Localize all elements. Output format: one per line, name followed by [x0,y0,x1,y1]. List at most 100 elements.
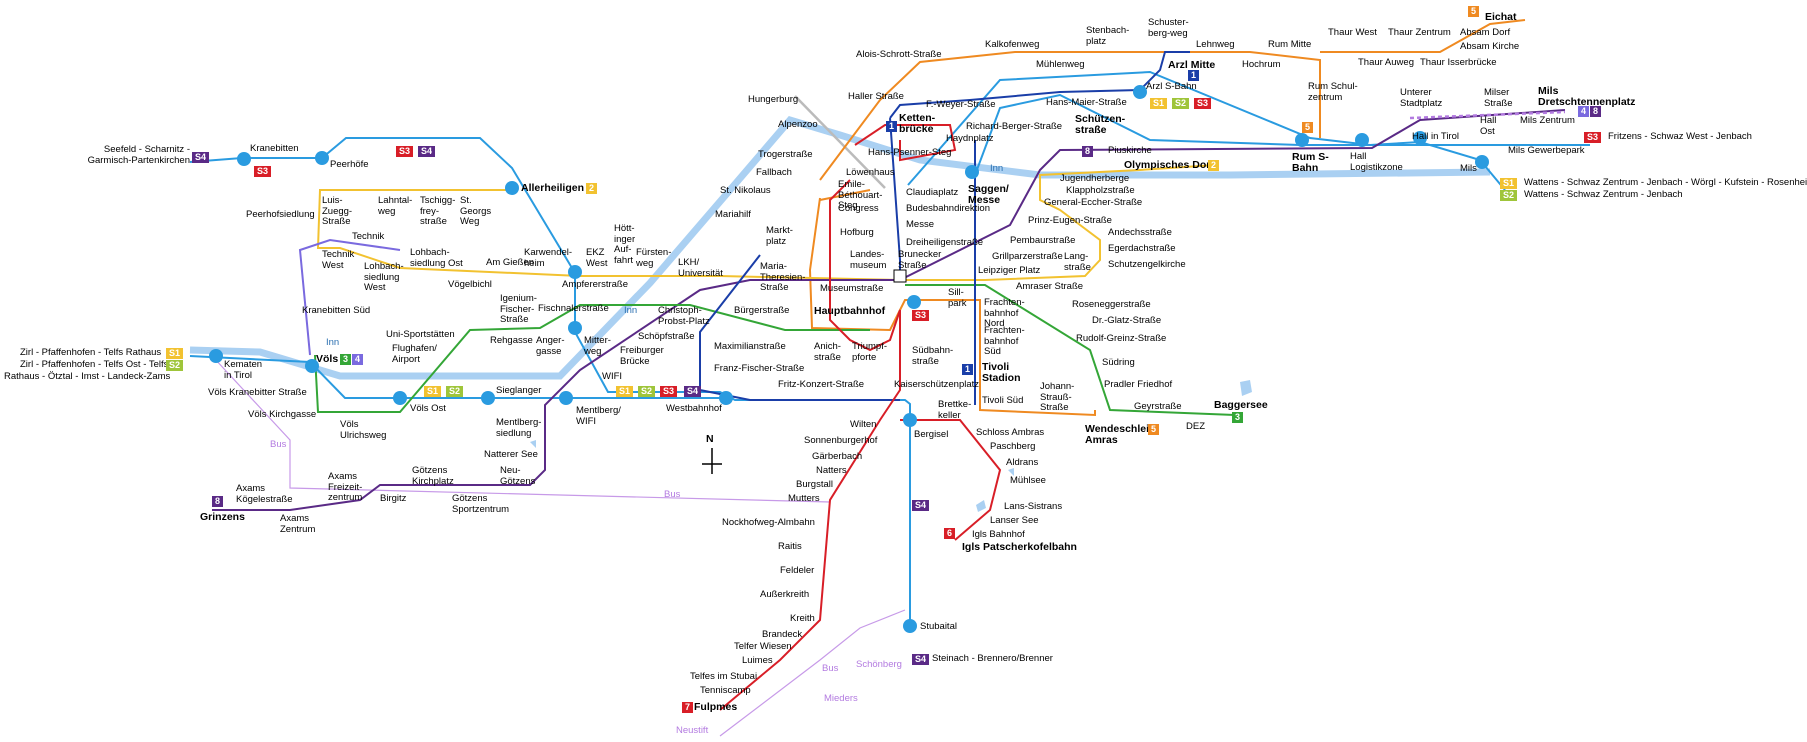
station-absam-dorf: Absam Dorf [1460,27,1511,38]
station-igls-patscherkofelbahn: Igls Patscherkofelbahn [962,541,1077,553]
bus-line-stubai [719,609,906,737]
destination-s2-east: Wattens - Schwaz Zentrum - Jenbach [1524,189,1683,200]
station-rudolf-greinz: Rudolf-Greinz-Straße [1076,333,1167,344]
station-wendeschleife-amras: Wendeschleife Amras [1085,423,1159,446]
badge-s4-bergisel: S4 [912,500,930,511]
inn-label-west: Inn [326,337,340,348]
badge-8-schuetzen: 8 [1082,146,1094,157]
sbahn-voels [189,355,720,399]
station-jugendherberge: Jugendherberge [1060,173,1130,184]
station-lans-sistrans: Lans-Sistrans [1004,501,1063,512]
station-grinzens: Grinzens [200,511,245,523]
station-loh-ost: Lohbach-siedlung Ost [410,247,463,269]
station-schloss-ambras: Schloss Ambras [976,427,1045,438]
station-bergisel: Bergisel [914,429,949,440]
badge-s4-peerhoefe: S4 [418,146,436,157]
station-mutters: Mutters [788,493,820,504]
station-sillpark: Sill-park [948,287,967,309]
badge-1-kettenbruecke: 1 [886,121,898,132]
destination-s4-south: Steinach - Brennero/Brenner [932,653,1053,664]
station-nockhofweg: Nockhofweg-Almbahn [722,517,815,528]
station-ekz-west: EKZ West [586,247,608,269]
station-mentlberg-wifi: Mentlberg/ WIFI [576,405,621,427]
station-hungerburg: Hungerburg [748,94,799,105]
bus-label-mutters: Bus [664,489,681,500]
badge-5-amras: 5 [1148,424,1160,435]
station-mentlbergsiedlung: Mentlberg-siedlung [496,417,542,439]
station-igls-bahnhof: Igls Bahnhof [972,529,1025,540]
hungerburg-funicular [794,95,886,189]
station-axams-zentrum: Axams Zentrum [280,513,316,535]
station-rum-schulzentrum: Rum Schul-zentrum [1308,81,1358,103]
station-alois-schrott: Alois-Schrott-Straße [856,49,942,60]
station-kettenbruecke: Ketten-brücke [899,112,936,135]
station-bruneckerstrasse: Brunecker Straße [898,249,942,271]
station-grillparzer: Grillparzerstraße [992,251,1063,262]
destination-s4-west: Seefeld - Scharnitz - Garmisch-Partenkir… [87,144,190,166]
station-hall-ost: Hall Ost [1480,115,1497,137]
station-kreith: Kreith [790,613,815,624]
station-lehnweg: Lehnweg [1196,39,1235,50]
station-sieglanger: Sieglanger [496,385,542,396]
city-loop [854,124,957,162]
station-lkh-universitaet: LKH/ Universität [678,257,723,279]
line-5 [808,19,1526,417]
station-igenium-fischer: Igenium-Fischer-Straße [500,293,537,325]
station-voels-ost: Völs Ost [410,403,446,414]
station-birgitz: Birgitz [380,493,407,504]
inn-label-center: Inn [624,305,638,316]
station-wilten: Wilten [850,419,877,430]
station-mils-dretschtennenplatz: Mils Dretschtennenplatz [1538,85,1636,108]
natterer-see-lake [530,440,536,448]
badge-s2-westbahnhof: S2 [638,386,656,397]
badge-2-olympisches-dorf: 2 [1208,160,1220,171]
station-fischnaler: Fischnalerstraße [538,303,609,314]
station-hofburg: Hofburg [840,227,874,238]
station-fb-nord: Frachten-bahnhof Nord [984,297,1025,329]
station-tivoli-stadion: Tivoli Stadion [982,361,1021,384]
station-dr-glatz: Dr.-Glatz-Straße [1092,315,1162,326]
station-burgstall: Burgstall [796,479,833,490]
badge-7-fulpmes: 7 [682,702,694,713]
station-budesbahndirektion: Budesbahndirektion [906,203,990,214]
station-muehlenweg: Mühlenweg [1036,59,1085,70]
station-feldeler: Feldeler [780,565,815,576]
line-3-red [719,179,901,711]
bus-label-stubai: Bus [822,663,839,674]
station-mariahilf: Mariahilf [715,209,751,220]
badge-s1-east: S1 [1500,178,1518,189]
station-congress: Congress [838,203,879,214]
station-thaur-zentrum: Thaur Zentrum [1388,27,1451,38]
station-f-weyer: F.-Weyer-Straße [926,99,996,110]
badge-s1-west: S1 [166,348,184,359]
station-olympisches-dorf: Olympisches Dorf [1124,159,1214,171]
station-hall-logistikzone: Hall Logistikzone [1350,151,1403,173]
station-kranebitten-sued: Kranebitten Süd [302,305,371,316]
station-maximilian: Maximilianstraße [714,341,786,352]
station-voels-ulrichsweg: Völs Ulrichsweg [340,419,387,441]
line-4 [298,238,401,356]
bus-label-axams: Bus [270,439,287,450]
north-arrow [702,448,722,474]
bus-line-axams [213,357,831,503]
station-hauptbahnhof: Hauptbahnhof [814,305,886,317]
station-rum-sbahn: Rum S-Bahn [1292,151,1329,174]
station-natters: Natters [816,465,847,476]
station-langstrasse: Lang-straße [1064,251,1091,273]
station-hans-psenner: Hans-Psenner-Steg [868,147,952,158]
badge-s2-east: S2 [1500,190,1518,201]
sbahn-saggen [974,93,1590,176]
badge-3-baggersee: 3 [1232,412,1244,423]
badge-8-grinzens: 8 [212,496,224,507]
station-telfes-stubai: Telfes im Stubai [690,671,758,682]
station-trogerstrasse: Trogerstraße [758,149,813,160]
station-claudiaplatz: Claudiaplatz [906,187,959,198]
destination-s3-west: Rathaus - Ötztal - Imst - Landeck-Zams [4,371,171,382]
badge-1-tivoli: 1 [962,364,974,375]
station-voels: Völs [316,353,339,365]
station-muehlsee: Mühlsee [1010,475,1046,486]
station-hochrum: Hochrum [1242,59,1281,70]
badge-s3-hauptbahnhof: S3 [912,310,930,321]
station-luimes: Luimes [742,655,773,666]
station-hans-maier: Hans-Maier-Straße [1046,97,1127,108]
